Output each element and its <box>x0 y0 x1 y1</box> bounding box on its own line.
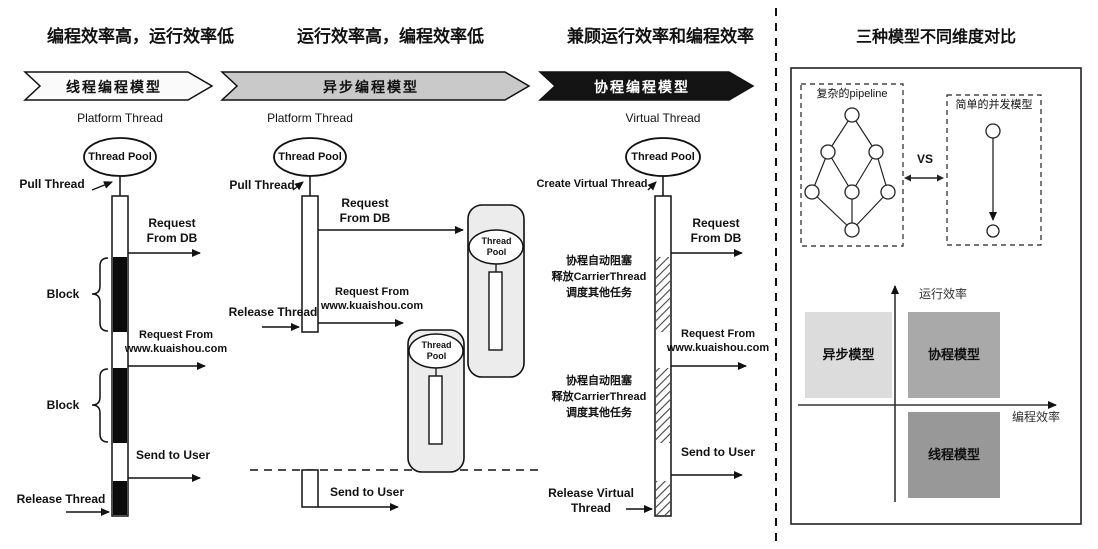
col1-release-thread-label: Release Thread <box>16 492 106 506</box>
col3-release-virtual-label: Release Virtual Thread <box>548 486 634 515</box>
col2-pull-thread-arrow <box>292 181 304 191</box>
col1-banner-arrow <box>23 71 214 101</box>
col3-banner-arrow <box>538 71 755 101</box>
col2-title: 运行效率高，编程效率低 <box>297 27 484 46</box>
col1-block2-label: Block <box>46 398 80 412</box>
complex-pipeline-box <box>800 83 904 247</box>
col3-suspended-segments <box>656 257 670 515</box>
col3-lifeline-bar <box>654 195 672 517</box>
col2-diagram <box>220 71 543 511</box>
complex-pipeline-label: 复杂的pipeline <box>816 88 888 100</box>
col2-callback-pool-2-label: Thread Pool <box>421 340 452 361</box>
vs-arrowhead-left <box>904 174 911 182</box>
quadrant-thread-label: 线程模型 <box>927 447 980 462</box>
dag-edges <box>811 114 889 231</box>
col2-resumed-bar <box>301 469 319 508</box>
col3-thread-pool-label: Thread Pool <box>631 151 695 163</box>
simple-model-box <box>946 94 1042 246</box>
col2-callback-lifeline-1 <box>488 271 503 351</box>
col2-lifeline-bar <box>301 195 319 333</box>
col3-title: 兼顾运行效率和编程效率 <box>567 27 754 46</box>
quadrant-async-box <box>805 312 892 398</box>
col3-banner-label: 协程编程模型 <box>594 79 690 95</box>
col2-flow-arrows <box>262 226 464 511</box>
quadrant-coroutine-box <box>908 312 1000 398</box>
y-axis-label: 运行效率 <box>918 287 967 301</box>
col1-pull-thread-label: Pull Thread <box>19 177 85 191</box>
col3-request-web-label: Request From www.kuaishou.com <box>666 328 770 354</box>
col2-banner-arrow <box>220 71 531 101</box>
col3-send-user-label: Send to User <box>680 445 755 459</box>
col3-flow-arrows <box>626 249 747 513</box>
dag-nodes <box>804 107 896 238</box>
col3-create-virtual-arrow <box>647 181 657 191</box>
comparison-panel-shapes <box>790 67 1082 525</box>
col2-pull-thread-label: Pull Thread <box>229 178 295 192</box>
col3-suspend-note-2: 协程自动阻塞 释放CarrierThread 调度其他任务 <box>551 375 647 419</box>
col2-thread-pool-label: Thread Pool <box>278 151 342 163</box>
col1-pull-thread-arrow <box>91 181 113 191</box>
simple-model-top-node <box>985 123 1001 139</box>
col1-block-brace-1 <box>91 257 109 332</box>
col1-block-brace-2 <box>91 368 109 443</box>
vs-label: VS <box>916 152 933 166</box>
col1-request-db-label: Request From DB <box>146 216 198 245</box>
col1-title: 编程效率高，运行效率低 <box>47 27 234 46</box>
col1-banner-label: 线程编程模型 <box>66 79 162 95</box>
simple-model-bottom-node <box>986 224 1000 238</box>
col1-block1-label: Block <box>46 287 80 301</box>
col1-platform-thread-label: Platform Thread <box>77 111 163 125</box>
quadrant-coroutine-label: 协程模型 <box>927 347 980 362</box>
col2-send-user-label: Send to User <box>329 485 404 499</box>
comparison-title: 三种模型不同维度对比 <box>855 29 1016 46</box>
col2-callback-pool-1-label: Thread Pool <box>481 236 512 257</box>
col1-send-user-label: Send to User <box>135 448 210 462</box>
simple-model-label: 简单的并发模型 <box>955 99 1033 111</box>
col3-request-db-label: Request From DB <box>690 216 742 245</box>
quadrant-async-label: 异步模型 <box>822 347 875 362</box>
vs-arrowhead-right <box>937 174 944 182</box>
col3-virtual-thread-label: Virtual Thread <box>625 111 701 125</box>
col3-create-virtual-label: Create Virtual Thread <box>536 178 648 190</box>
col2-request-web-label: Request From www.kuaishou.com <box>320 286 424 312</box>
quadrant-thread-box <box>908 412 1000 498</box>
col2-platform-thread-label: Platform Thread <box>267 111 353 125</box>
col2-callback-lifeline-2 <box>428 375 443 445</box>
comparison-border <box>790 67 1082 525</box>
col1-blocking-segments <box>113 257 127 515</box>
x-axis-label: 编程效率 <box>1011 410 1060 424</box>
col1-thread-pool-label: Thread Pool <box>88 151 152 163</box>
col2-banner-label: 异步编程模型 <box>323 79 419 95</box>
col3-suspend-note-1: 协程自动阻塞 释放CarrierThread 调度其他任务 <box>551 255 647 299</box>
col1-diagram <box>23 71 214 517</box>
col1-request-web-label: Request From www.kuaishou.com <box>124 329 228 355</box>
col2-request-db-label: Request From DB <box>339 196 391 225</box>
col1-flow-arrows <box>66 249 206 516</box>
col3-diagram <box>538 71 755 517</box>
col2-release-thread-label: Release Thread <box>228 305 318 319</box>
